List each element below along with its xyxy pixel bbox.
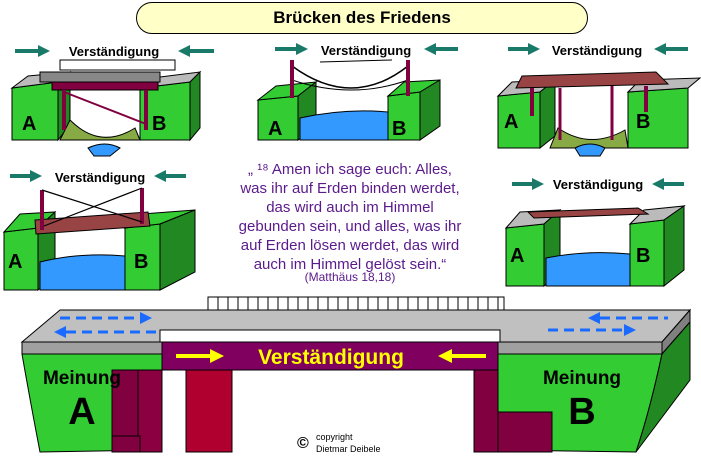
bank-label-a-1: A — [22, 113, 36, 135]
small-bridge-3: A B Verständigung — [496, 43, 701, 157]
bridge-label-4: Verständigung — [55, 170, 145, 185]
quote-source: (Matthäus 18,18) — [304, 270, 396, 284]
bridge-label-3: Verständigung — [552, 43, 642, 58]
copyright-line2: Dietmar Deibele — [316, 444, 381, 454]
bank-label-b-1: B — [152, 113, 166, 135]
quote-line-1: „ ¹⁸ Amen ich sage euch: Alles, — [248, 161, 452, 178]
bridge-label-1: Verständigung — [69, 44, 159, 59]
small-bridge-1: A B Verständigung — [10, 44, 214, 157]
lane-arrow-right-icon — [624, 324, 636, 336]
lane-arrow-left-icon — [588, 312, 600, 324]
arrow-left-icon — [652, 178, 664, 190]
bible-quote: „ ¹⁸ Amen ich sage euch: Alles, was ihr … — [205, 160, 495, 274]
bank-label-a-4: A — [8, 251, 22, 273]
small-bridge-4: A B Verständigung — [2, 170, 196, 292]
banner-label: Verständigung — [258, 346, 404, 369]
title-box: Brücken des Friedens — [136, 2, 588, 34]
bank-label-b-2: B — [392, 118, 406, 140]
small-bridge-2: A B Verständigung — [256, 43, 458, 142]
bank-label-a-3: A — [504, 111, 518, 133]
left-letter: A — [68, 391, 95, 433]
quote-line-5: auf Erden lösen werdet, das wird — [240, 237, 460, 254]
right-word: Meinung — [543, 368, 621, 389]
railing-posts — [217, 297, 499, 310]
arrow-right-icon — [30, 170, 42, 182]
bank-label-a-5: A — [510, 245, 524, 267]
right-letter: B — [568, 391, 595, 433]
arrow-right-icon — [532, 178, 544, 190]
banner-arrow-right-icon — [210, 349, 224, 363]
banner-arrow-left-icon — [438, 349, 452, 363]
arrow-left-icon — [424, 43, 436, 55]
lane-arrow-right-icon — [140, 312, 152, 324]
bridge-label-2: Verständigung — [321, 43, 411, 58]
lane-arrow-left-icon — [54, 326, 66, 338]
bank-label-b-3: B — [636, 111, 650, 133]
quote-line-3: das wird auch im Himmel — [266, 199, 434, 216]
bank-label-b-5: B — [636, 245, 650, 267]
page-title: Brücken des Friedens — [273, 8, 451, 27]
arrow-right-icon — [38, 45, 50, 57]
copyright-line1: copyright — [316, 432, 353, 442]
quote-line-6: auch im Himmel gelöst sein.“ — [253, 256, 447, 273]
arrow-left-icon — [654, 43, 666, 55]
bank-label-a-2: A — [268, 118, 282, 140]
bank-label-b-4: B — [134, 251, 148, 273]
quote-line-4: gebunden sein, und alles, was ihr — [238, 218, 462, 235]
arrow-left-icon — [154, 170, 166, 182]
arrow-right-icon — [528, 43, 540, 55]
arrow-left-icon — [178, 45, 190, 57]
left-word: Meinung — [43, 368, 121, 389]
small-bridge-5: A B Verständigung — [504, 177, 686, 288]
big-bridge: Verständigung Meinung A Meinung B © copy… — [20, 296, 692, 454]
arrow-right-icon — [296, 43, 308, 55]
copyright-icon: © — [297, 435, 309, 452]
bridge-label-5: Verständigung — [553, 177, 643, 192]
quote-line-2: was ihr auf Erden binden werdet, — [240, 180, 460, 197]
